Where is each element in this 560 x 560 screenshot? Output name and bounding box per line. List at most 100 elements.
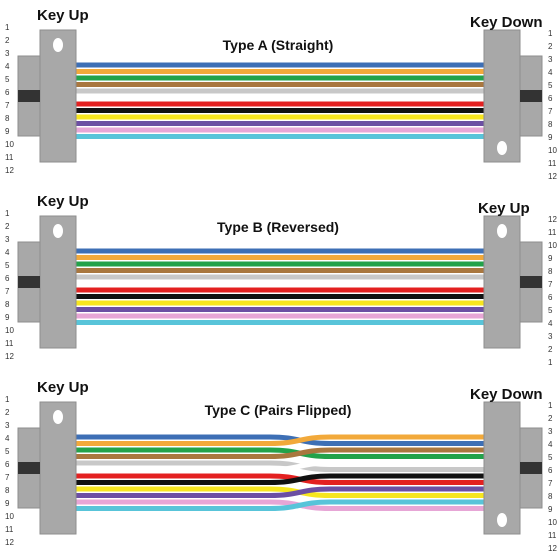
- right-pin-number: 1: [548, 29, 553, 38]
- right-pin-number: 1: [548, 358, 553, 366]
- right-connector-label: Key Down: [470, 14, 543, 31]
- right-pin-number: 3: [548, 427, 553, 436]
- right-pin-number: 12: [548, 215, 557, 224]
- right-guide-hole: [497, 513, 507, 527]
- right-pin-number: 11: [548, 228, 557, 237]
- left-pin-number: 8: [5, 300, 10, 309]
- right-connector-key: [520, 462, 542, 474]
- right-connector-key: [520, 276, 542, 288]
- left-pin-number: 1: [5, 209, 10, 218]
- left-pin-number: 8: [5, 114, 10, 123]
- left-pin-number: 9: [5, 127, 10, 136]
- right-pin-number: 4: [548, 68, 553, 77]
- left-guide-hole: [53, 224, 63, 238]
- panel-title: Type B (Reversed): [217, 219, 339, 235]
- left-pin-number: 12: [5, 538, 14, 547]
- left-pin-number: 4: [5, 248, 10, 257]
- right-pin-number: 10: [548, 518, 557, 527]
- right-pin-number: 8: [548, 267, 553, 276]
- left-pin-number: 6: [5, 274, 10, 283]
- left-pin-number: 11: [5, 153, 14, 162]
- left-pin-number: 11: [5, 525, 14, 534]
- left-pin-number: 4: [5, 62, 10, 71]
- left-pin-number: 2: [5, 408, 10, 417]
- panel-title: Type C (Pairs Flipped): [205, 402, 352, 418]
- right-pin-number: 6: [548, 94, 553, 103]
- left-pin-number: 10: [5, 326, 14, 335]
- right-pin-number: 7: [548, 107, 553, 116]
- panel-title: Type A (Straight): [223, 37, 334, 53]
- right-connector-key: [520, 90, 542, 102]
- left-pin-number: 5: [5, 447, 10, 456]
- left-pin-number: 2: [5, 222, 10, 231]
- right-pin-number: 10: [548, 241, 557, 250]
- left-pin-number: 10: [5, 140, 14, 149]
- left-pin-number: 1: [5, 395, 10, 404]
- left-connector-key: [18, 276, 40, 288]
- fiber-violet: [76, 486, 484, 498]
- left-pin-number: 7: [5, 287, 10, 296]
- left-connector-key: [18, 462, 40, 474]
- left-pin-number: 10: [5, 512, 14, 521]
- right-pin-number: 4: [548, 440, 553, 449]
- left-pin-number: 9: [5, 499, 10, 508]
- left-pin-number: 9: [5, 313, 10, 322]
- right-pin-number: 4: [548, 319, 553, 328]
- left-pin-number: 7: [5, 101, 10, 110]
- right-pin-number: 8: [548, 120, 553, 129]
- right-pin-number: 8: [548, 492, 553, 501]
- fiber-aqua: [76, 499, 484, 511]
- left-pin-number: 4: [5, 434, 10, 443]
- left-pin-number: 2: [5, 36, 10, 45]
- left-pin-number: 5: [5, 75, 10, 84]
- left-pin-number: 1: [5, 23, 10, 32]
- left-pin-number: 12: [5, 166, 14, 175]
- right-pin-number: 7: [548, 280, 553, 289]
- right-pin-number: 5: [548, 81, 553, 90]
- left-pin-number: 3: [5, 49, 10, 58]
- right-pin-number: 9: [548, 505, 553, 514]
- right-pin-number: 11: [548, 531, 557, 540]
- right-pin-number: 5: [548, 453, 553, 462]
- left-pin-number: 5: [5, 261, 10, 270]
- fiber-orange: [76, 434, 484, 446]
- right-connector-body: [483, 401, 521, 535]
- right-pin-number: 3: [548, 55, 553, 64]
- fiber-black: [76, 473, 484, 485]
- right-pin-number: 2: [548, 414, 553, 423]
- right-connector-label: Key Down: [470, 386, 543, 403]
- right-pin-number: 6: [548, 293, 553, 302]
- left-guide-hole: [53, 38, 63, 52]
- left-connector-label: Key Up: [37, 193, 89, 210]
- right-pin-number: 7: [548, 479, 553, 488]
- left-pin-number: 7: [5, 473, 10, 482]
- right-pin-number: 11: [548, 159, 557, 168]
- right-pin-number: 1: [548, 401, 553, 410]
- right-pin-number: 9: [548, 254, 553, 263]
- left-connector-label: Key Up: [37, 7, 89, 24]
- right-pin-number: 3: [548, 332, 553, 341]
- left-pin-number: 3: [5, 421, 10, 430]
- right-pin-number: 6: [548, 466, 553, 475]
- right-connector-body: [483, 29, 521, 163]
- fiber-white: [76, 460, 484, 472]
- left-connector-key: [18, 90, 40, 102]
- left-pin-number: 3: [5, 235, 10, 244]
- left-guide-hole: [53, 410, 63, 424]
- right-pin-number: 5: [548, 306, 553, 315]
- right-connector-label: Key Up: [478, 200, 530, 217]
- left-pin-number: 6: [5, 460, 10, 469]
- right-pin-number: 10: [548, 146, 557, 155]
- right-guide-hole: [497, 224, 507, 238]
- right-pin-number: 2: [548, 42, 553, 51]
- left-pin-number: 11: [5, 339, 14, 348]
- right-pin-number: 12: [548, 544, 557, 552]
- right-pin-number: 12: [548, 172, 557, 180]
- left-pin-number: 12: [5, 352, 14, 361]
- left-pin-number: 6: [5, 88, 10, 97]
- fiber-brown: [76, 447, 484, 459]
